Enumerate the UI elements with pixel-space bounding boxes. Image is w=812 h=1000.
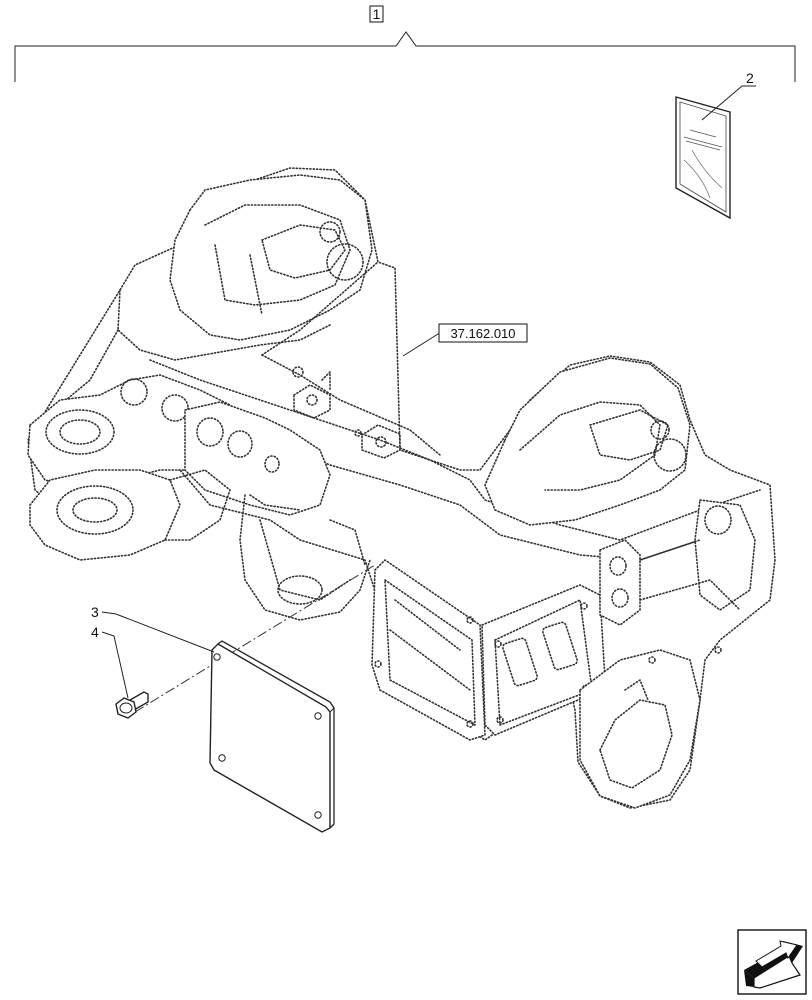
reference-box xyxy=(438,323,528,343)
manual-booklet: 2 xyxy=(675,70,756,220)
callout-2: 2 xyxy=(746,70,754,86)
callout-1: 1 xyxy=(373,6,381,22)
cover-plate xyxy=(209,640,335,833)
hex-screw xyxy=(115,691,149,719)
axle-support-frame xyxy=(27,167,776,809)
leader-4 xyxy=(101,631,129,699)
callout-3: 3 xyxy=(91,604,99,620)
reference-callout: 37.162.010 xyxy=(402,323,528,357)
callout-4: 4 xyxy=(91,624,99,640)
assembly-axis xyxy=(134,564,376,713)
callout-box-1 xyxy=(369,5,384,23)
reference-label: 37.162.010 xyxy=(450,326,515,341)
leader-3 xyxy=(101,611,215,653)
next-page-arrow-icon[interactable] xyxy=(737,929,807,995)
assembly-bracket: 1 xyxy=(14,5,796,82)
